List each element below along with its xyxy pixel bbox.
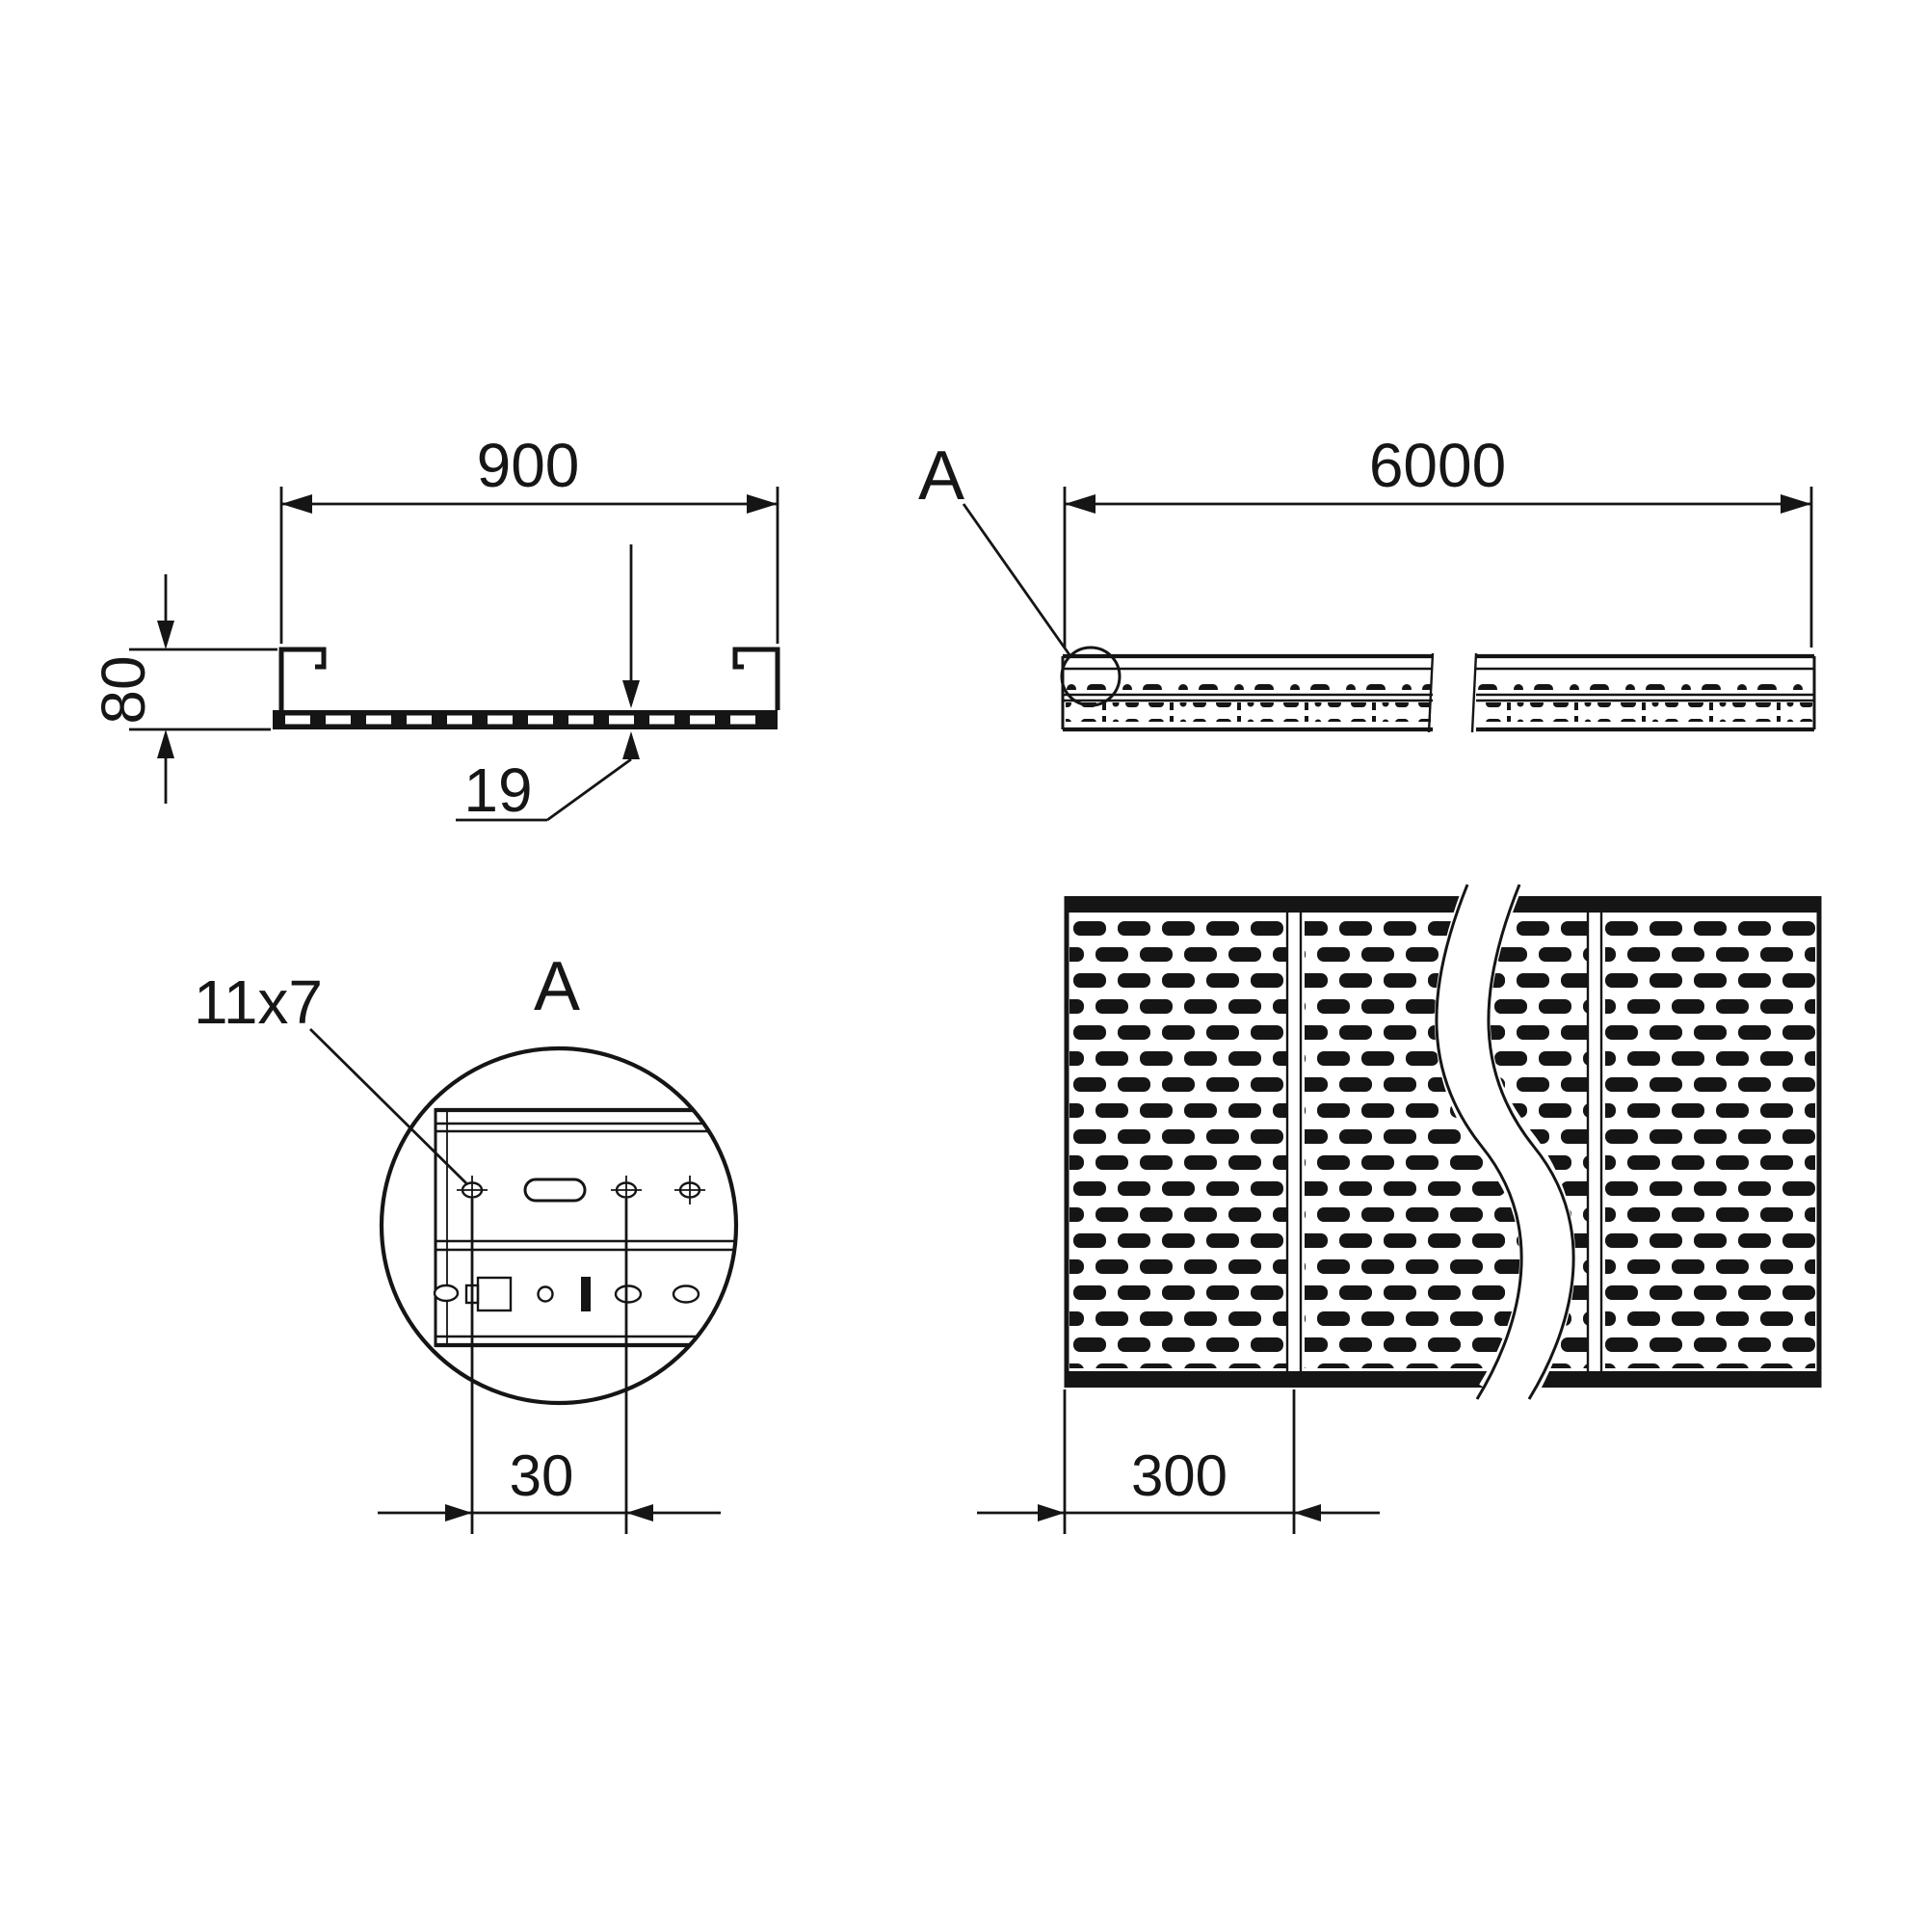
dim-300: 300: [977, 1389, 1380, 1534]
perforation-row-upper: [1478, 673, 1812, 690]
dim-30-label: 30: [510, 1443, 574, 1508]
side-view: A 6000: [918, 431, 1816, 733]
side-view-right-segment: [1470, 652, 1816, 733]
dim-300-label: 300: [1131, 1443, 1227, 1508]
perforation-row-lower: [1478, 702, 1812, 722]
break-lines: [1434, 874, 1576, 1415]
dim-19: 19: [456, 544, 640, 825]
tray-right-wall: [732, 647, 780, 710]
detail-a-view: A: [194, 948, 739, 1534]
detail-latch-strip: [433, 1276, 700, 1312]
cross-section-view: 900 80 19: [89, 431, 780, 825]
detail-a-title: A: [534, 948, 580, 1025]
dim-19-label: 19: [463, 755, 532, 825]
dim-30: 30: [378, 1199, 721, 1534]
tray-left-wall: [278, 647, 327, 710]
perforation-row-lower: [1066, 702, 1431, 722]
slot-size-label: 11x7: [194, 967, 323, 1037]
perforation-row-upper: [1066, 673, 1431, 690]
perforation-field: [1069, 917, 1287, 1368]
dim-6000: 6000: [1063, 431, 1813, 648]
detail-marker-a: A: [918, 437, 1122, 707]
dim-6000-label: 6000: [1369, 431, 1506, 500]
dim-900: 900: [279, 431, 779, 644]
detail-a-circle: [379, 1045, 739, 1406]
dim-80: 80: [89, 574, 277, 804]
column-dividers: [1285, 913, 1603, 1372]
dim-900-label: 900: [477, 431, 580, 500]
plan-border: [1064, 896, 1822, 1388]
tray-base-section: [273, 710, 778, 729]
side-view-left-segment: [1061, 652, 1435, 733]
detail-hole-row: [457, 1176, 705, 1204]
slot-size-callout: 11x7: [194, 967, 467, 1184]
plan-view: 300: [977, 874, 1822, 1534]
perforation-field: [1605, 917, 1815, 1368]
detail-marker-label: A: [918, 437, 964, 515]
dim-80-label: 80: [89, 655, 158, 724]
detail-marker-circle: [1060, 646, 1122, 707]
